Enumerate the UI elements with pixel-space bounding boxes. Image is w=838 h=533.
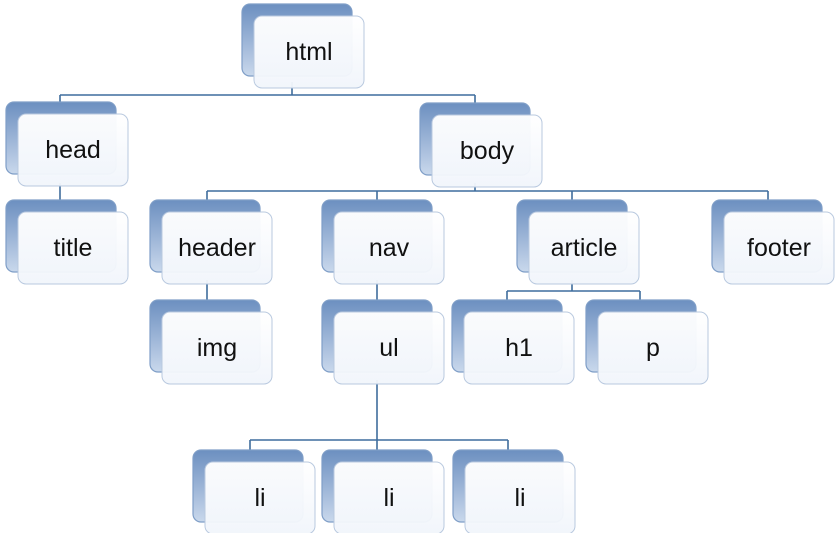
node-img: img xyxy=(149,299,273,385)
node-li2-front xyxy=(333,461,445,533)
node-head: head xyxy=(5,101,129,187)
node-li3-label: li xyxy=(514,484,525,512)
node-header-front xyxy=(161,211,273,285)
node-body-label: body xyxy=(460,137,515,165)
node-html-front xyxy=(253,15,365,89)
node-article: article xyxy=(516,199,640,285)
node-ul-label: ul xyxy=(379,334,398,362)
node-title-front xyxy=(17,211,129,285)
node-title-label: title xyxy=(54,234,93,262)
node-ul: ul xyxy=(321,299,445,385)
connector-article-to-h1-p xyxy=(506,280,641,300)
node-img-label: img xyxy=(197,334,237,362)
connector-ul-to-li xyxy=(249,380,509,450)
node-body: body xyxy=(419,102,543,188)
node-ul-front xyxy=(333,311,445,385)
node-p: p xyxy=(585,299,709,385)
node-header: header xyxy=(149,199,273,285)
node-li1: li xyxy=(192,449,316,533)
node-footer: footer xyxy=(711,199,835,285)
node-li3-front xyxy=(464,461,576,533)
node-nav-label: nav xyxy=(369,234,410,262)
node-html: html xyxy=(241,3,365,89)
node-h1: h1 xyxy=(451,299,575,385)
node-footer-label: footer xyxy=(747,234,811,262)
node-head-label: head xyxy=(45,136,101,164)
node-p-label: p xyxy=(646,334,660,362)
node-article-label: article xyxy=(551,234,618,262)
node-li1-front xyxy=(204,461,316,533)
node-li2: li xyxy=(321,449,445,533)
node-article-front xyxy=(528,211,640,285)
tree-nodes: html head body title header nav article footer i… xyxy=(5,3,835,533)
node-li1-label: li xyxy=(254,484,265,512)
node-body-front xyxy=(431,114,543,188)
node-h1-label: h1 xyxy=(505,334,533,362)
node-img-front xyxy=(161,311,273,385)
node-head-front xyxy=(17,113,129,187)
node-nav-front xyxy=(333,211,445,285)
node-li2-label: li xyxy=(383,484,394,512)
node-header-label: header xyxy=(178,234,256,262)
node-li3: li xyxy=(452,449,576,533)
node-html-label: html xyxy=(285,38,332,66)
node-title: title xyxy=(5,199,129,285)
node-footer-front xyxy=(723,211,835,285)
node-p-front xyxy=(597,311,709,385)
node-nav: nav xyxy=(321,199,445,285)
node-h1-front xyxy=(463,311,575,385)
